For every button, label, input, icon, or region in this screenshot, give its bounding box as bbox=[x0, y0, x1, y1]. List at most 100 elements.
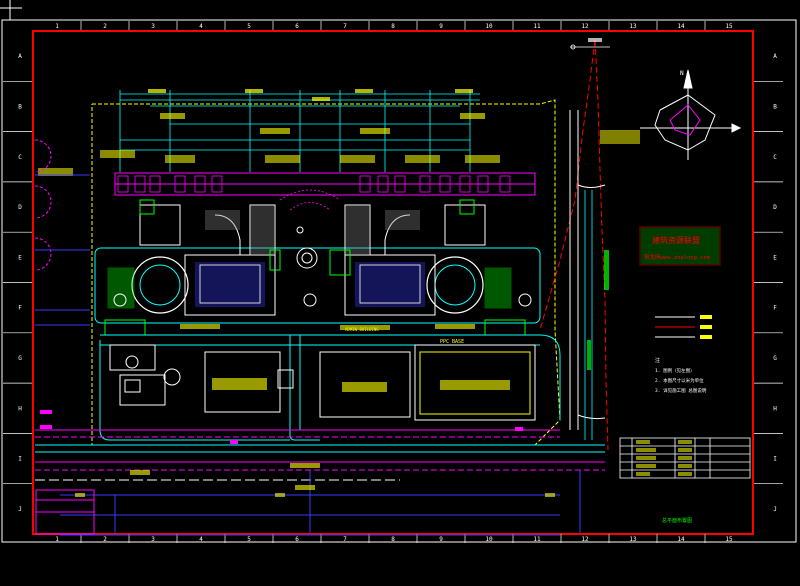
crosshair-cursor-icon bbox=[0, 0, 22, 20]
note-item: 3. 详见施工图 总图说明 bbox=[655, 387, 707, 394]
watermark-stamp bbox=[639, 226, 721, 266]
row-label: B bbox=[773, 103, 777, 110]
right-side-green-labels bbox=[587, 250, 609, 370]
stamp-line-1: 建筑资源联盟 bbox=[652, 235, 700, 245]
bldg-label-ppc-base: PPC BASE bbox=[440, 339, 464, 345]
column-label: 12 bbox=[581, 536, 589, 543]
row-label: I bbox=[18, 456, 22, 463]
equipment-unit bbox=[439, 175, 451, 193]
column-label: 3 bbox=[151, 536, 155, 543]
right-road-cyan bbox=[584, 190, 593, 440]
column-label: 5 bbox=[247, 536, 251, 543]
legend bbox=[655, 315, 712, 339]
row-label: G bbox=[18, 355, 22, 362]
notes-title: 注 bbox=[655, 357, 660, 364]
column-label: 11 bbox=[533, 536, 541, 543]
row-label: F bbox=[18, 305, 22, 312]
equipment-unit bbox=[499, 175, 511, 193]
column-label: 7 bbox=[343, 23, 347, 30]
stamp-line-2: 筑龙网www.zhulong.com bbox=[644, 253, 711, 261]
left-lower-tick-marks bbox=[40, 410, 523, 444]
equipment-unit bbox=[459, 175, 471, 193]
equipment-unit bbox=[149, 175, 161, 193]
equipment-units bbox=[117, 175, 511, 193]
note-item: 1. 图例（见左图） bbox=[655, 367, 695, 374]
row-label: J bbox=[773, 506, 777, 513]
column-label: 8 bbox=[391, 536, 395, 543]
title-block-fills bbox=[636, 440, 692, 476]
north-label: N bbox=[680, 70, 684, 77]
column-label: 10 bbox=[485, 23, 493, 30]
column-label: 14 bbox=[677, 23, 685, 30]
equipment-unit bbox=[359, 175, 371, 193]
column-label: 4 bbox=[199, 23, 203, 30]
duct-fill bbox=[205, 205, 420, 255]
column-label: 6 bbox=[295, 23, 299, 30]
center-magenta-arcs bbox=[279, 189, 341, 211]
right-road bbox=[569, 110, 606, 430]
column-label: 15 bbox=[725, 23, 733, 30]
column-label: 9 bbox=[439, 23, 443, 30]
column-label: 14 bbox=[677, 536, 685, 543]
column-label: 2 bbox=[103, 23, 107, 30]
exhaust-ducts bbox=[139, 204, 486, 256]
column-label: 10 bbox=[485, 536, 493, 543]
equipment-unit bbox=[419, 175, 431, 193]
north-grid-callout bbox=[570, 44, 610, 50]
row-label: E bbox=[773, 254, 777, 261]
column-label: 1 bbox=[55, 536, 59, 543]
magenta-lower-box bbox=[35, 489, 95, 535]
row-label: C bbox=[773, 154, 777, 161]
row-label: H bbox=[18, 405, 22, 412]
bldg-label-admin: ADMIN BUILDING bbox=[345, 327, 379, 332]
equipment-unit bbox=[477, 175, 489, 193]
title-block-table bbox=[619, 437, 751, 479]
column-label: 8 bbox=[391, 23, 395, 30]
notes-list: 1. 图例（见左图） 2. 本图尺寸以米为单位 3. 详见施工图 总图说明 bbox=[655, 367, 707, 394]
center-structures bbox=[296, 226, 318, 307]
row-label: F bbox=[773, 305, 777, 312]
blue-lower-lines bbox=[60, 470, 581, 536]
column-label: 6 bbox=[295, 536, 299, 543]
lower-building-left bbox=[109, 344, 294, 413]
equipment-unit bbox=[211, 175, 223, 193]
column-label: 1 bbox=[55, 23, 59, 30]
column-label: 13 bbox=[629, 23, 637, 30]
dimension-lines-top bbox=[119, 90, 480, 172]
left-blue-lines bbox=[35, 174, 90, 326]
row-label: B bbox=[18, 103, 22, 110]
note-item: 2. 本图尺寸以米为单位 bbox=[655, 377, 704, 384]
lower-building-right bbox=[414, 344, 536, 421]
column-label: 12 bbox=[581, 23, 589, 30]
column-label: 11 bbox=[533, 23, 541, 30]
column-label: 5 bbox=[247, 23, 251, 30]
row-label: I bbox=[773, 456, 777, 463]
row-label: A bbox=[773, 53, 777, 60]
turbine-unit-right bbox=[344, 254, 532, 316]
row-label: D bbox=[18, 204, 22, 211]
green-equipment-markers bbox=[104, 199, 526, 336]
equipment-unit bbox=[174, 175, 186, 193]
yellow-label-bars bbox=[180, 324, 475, 390]
equipment-unit bbox=[134, 175, 146, 193]
power-block-outline bbox=[94, 247, 541, 324]
turbine-unit-left bbox=[107, 254, 276, 316]
pipe-corridor-lines bbox=[35, 429, 605, 481]
equipment-unit bbox=[377, 175, 389, 193]
grid-callout-text bbox=[588, 38, 602, 42]
callout-texts-top bbox=[38, 89, 640, 176]
drawing-title: 总平面布置图 bbox=[662, 517, 692, 524]
row-label: E bbox=[18, 254, 22, 261]
compass-icon bbox=[640, 69, 742, 160]
lower-building-mid bbox=[319, 351, 411, 418]
row-label: J bbox=[18, 506, 22, 513]
column-label: 7 bbox=[343, 536, 347, 543]
sheet-outer-border bbox=[1, 19, 797, 543]
row-label: C bbox=[18, 154, 22, 161]
sheet-inner-border bbox=[32, 30, 754, 535]
property-line bbox=[539, 39, 609, 451]
column-label: 15 bbox=[725, 536, 733, 543]
